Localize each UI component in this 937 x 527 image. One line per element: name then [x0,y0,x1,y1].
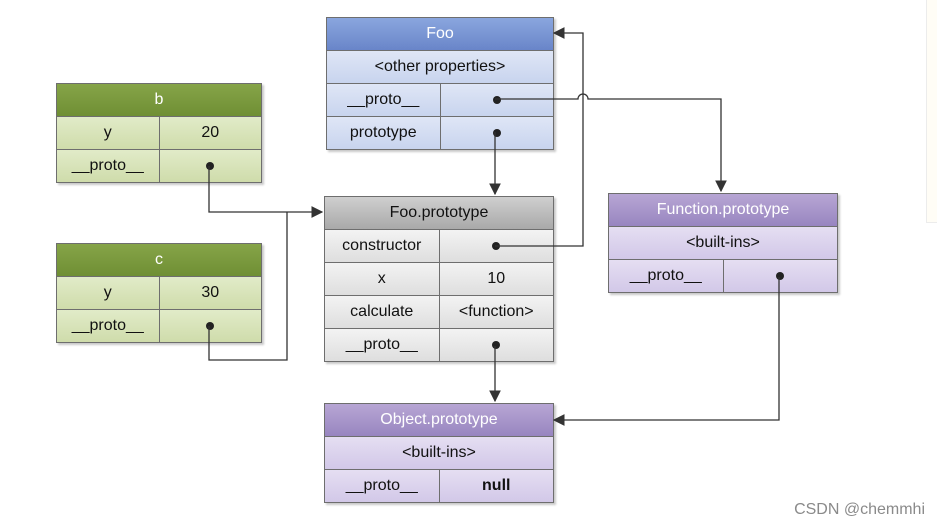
foo-box: Foo <other properties> __proto__ prototy… [326,17,554,150]
function-prototype-builtins-row: <built-ins> [609,227,837,260]
foo-prototype-proto-row: __proto__ [325,329,553,361]
object-prototype-proto-value: null [438,470,554,502]
constructor-pointer [438,230,554,262]
constructor-label: constructor [342,237,422,254]
foo-prototype-title: Foo.prototype [325,197,553,230]
function-prototype-title: Function.prototype [609,194,837,227]
object-b-proto-label: __proto__ [71,157,144,174]
function-prototype-box: Function.prototype <built-ins> __proto__ [608,193,838,293]
object-prototype-proto-label: __proto__ [345,477,418,494]
foo-other-properties: <other properties> [374,58,506,75]
foo-prototype-calculate-row: calculate <function> [325,296,553,329]
x-value: 10 [438,263,554,295]
foo-prototype-proto-label: __proto__ [345,336,418,353]
object-c-proto-pointer [158,310,262,342]
foo-proto-row: __proto__ [327,84,553,117]
object-c-proto-label: __proto__ [71,317,144,334]
pointer-dot-icon [492,96,501,104]
function-prototype-proto-arrow [552,277,780,426]
object-prototype-box: Object.prototype <built-ins> __proto__ n… [324,403,554,503]
function-prototype-proto-pointer [722,260,838,292]
foo-prototype-x-row: x 10 [325,263,553,296]
function-prototype-proto-label: __proto__ [629,267,702,284]
foo-prototype-box: Foo.prototype constructor x 10 calculate… [324,196,554,362]
object-c-title: c [57,244,261,277]
foo-prototype-label: prototype [349,124,417,141]
object-b-y-label: y [103,124,112,141]
foo-title: Foo [327,18,553,51]
object-prototype-builtins-row: <built-ins> [325,437,553,470]
foo-prototype-row: prototype [327,117,553,149]
foo-proto-label: __proto__ [347,91,420,108]
foo-prototype-proto-pointer [438,329,554,361]
calculate-label: calculate [350,303,414,320]
calculate-value: <function> [438,296,554,328]
object-b-proto-row: __proto__ [57,150,261,182]
function-prototype-proto-row: __proto__ [609,260,837,292]
object-c-y-row: y 30 [57,277,261,310]
foo-proto-pointer [439,84,554,116]
pointer-dot-icon [206,322,215,330]
x-label: x [377,270,386,287]
foo-prototype-constructor-row: constructor [325,230,553,263]
pointer-dot-icon [206,162,215,170]
object-b-y-value: 20 [158,117,262,149]
object-b-box: b y 20 __proto__ [56,83,262,183]
pointer-dot-icon [492,129,501,137]
page-edge-strip [926,0,937,223]
object-prototype-builtins: <built-ins> [402,444,476,461]
object-b-proto-pointer [158,150,262,182]
foo-prototype-pointer [439,117,554,149]
pointer-dot-icon [492,242,501,250]
object-c-y-label: y [103,284,112,301]
watermark-text: CSDN @chemmhi [794,501,925,518]
pointer-dot-icon [492,341,501,349]
pointer-dot-icon [776,272,785,280]
object-prototype-proto-row: __proto__ null [325,470,553,502]
function-prototype-builtins: <built-ins> [686,234,760,251]
object-prototype-title: Object.prototype [325,404,553,437]
object-c-y-value: 30 [158,277,262,309]
object-b-title: b [57,84,261,117]
foo-other-row: <other properties> [327,51,553,84]
object-b-y-row: y 20 [57,117,261,150]
object-c-proto-row: __proto__ [57,310,261,342]
object-c-box: c y 30 __proto__ [56,243,262,343]
